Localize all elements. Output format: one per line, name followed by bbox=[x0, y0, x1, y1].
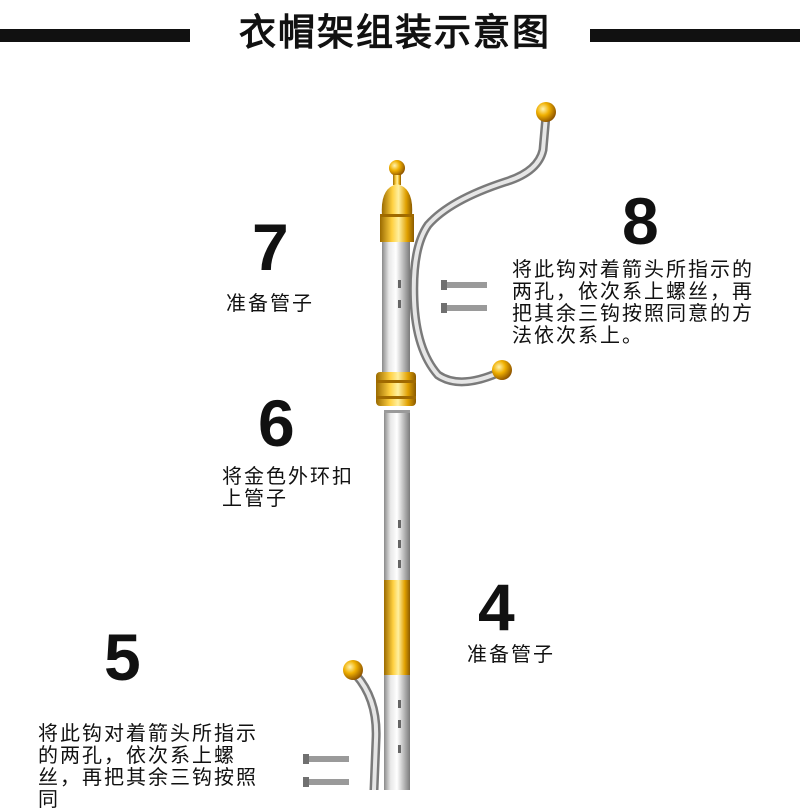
step-8-text: 将此钩对着箭头所指示的两孔，依次系上螺丝，再把其余三钩按照同意的方法依次系上。 bbox=[512, 258, 770, 346]
step-8-number: 8 bbox=[622, 188, 659, 254]
step-6-text: 将金色外环扣上管子 bbox=[222, 465, 372, 509]
step-4-number: 4 bbox=[478, 574, 515, 640]
step-6-number: 6 bbox=[258, 390, 295, 456]
lower-screws bbox=[303, 754, 349, 787]
step-7-number: 7 bbox=[252, 214, 289, 280]
step-4-text: 准备管子 bbox=[467, 643, 555, 665]
assembly-diagram: 衣帽架组装示意图 bbox=[0, 0, 800, 790]
lower-tube bbox=[384, 410, 410, 790]
gold-collar-ring bbox=[376, 372, 416, 406]
step-5-text: 将此钩对着箭头所指示的两孔，依次系上螺丝，再把其余三钩按照同 bbox=[38, 722, 278, 810]
step-5-number: 5 bbox=[104, 624, 141, 690]
upper-tube bbox=[382, 238, 410, 378]
lower-hook bbox=[343, 660, 376, 790]
step-7-text: 准备管子 bbox=[226, 292, 314, 314]
upper-screws bbox=[441, 280, 487, 313]
gold-finial bbox=[380, 160, 414, 242]
